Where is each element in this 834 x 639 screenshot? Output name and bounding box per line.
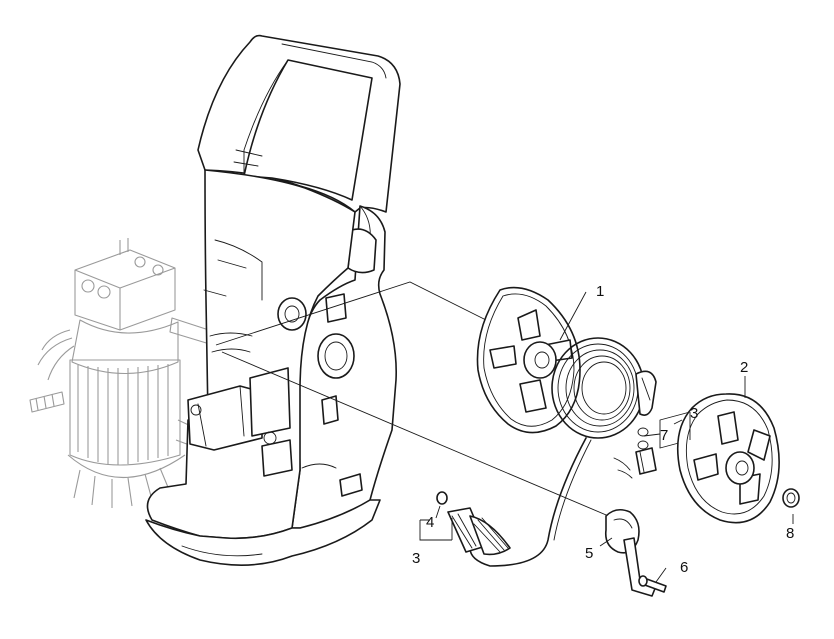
reel-cover: [676, 393, 780, 524]
machine-frame: [145, 34, 401, 566]
callout-3-right: 3: [690, 405, 698, 422]
callout-6: 6: [680, 559, 688, 576]
assembly-leader-lines: [215, 281, 619, 521]
hose-guide: [604, 508, 657, 597]
callout-leaders: [419, 291, 794, 583]
hose-connector-set: [613, 411, 691, 479]
screw: [638, 575, 667, 593]
hose-reel-drum: [476, 286, 657, 439]
retaining-ring: [782, 488, 800, 508]
callout-5: 5: [585, 545, 593, 562]
callout-7: 7: [660, 427, 668, 444]
callout-4: 4: [426, 514, 434, 531]
callout-3-left: 3: [412, 550, 420, 567]
callout-8: 8: [786, 525, 794, 542]
callout-1: 1: [596, 283, 604, 300]
callout-2: 2: [740, 359, 748, 376]
hose-with-fitting: [436, 437, 592, 567]
pump-motor-assembly: [29, 238, 216, 508]
